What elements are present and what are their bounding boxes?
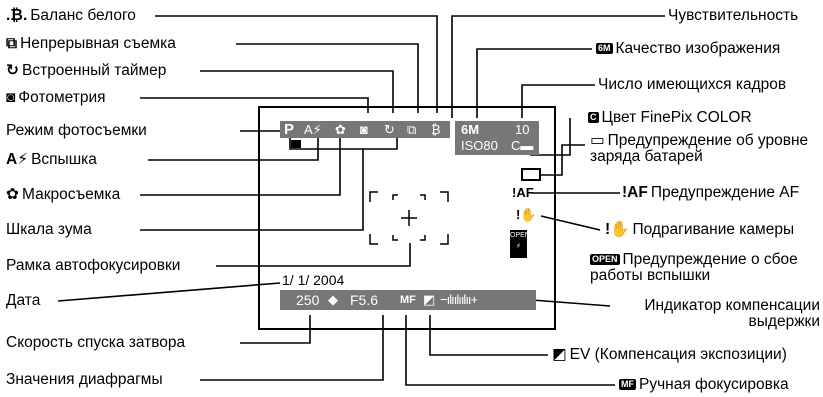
- zoom-position-marker: [291, 140, 301, 148]
- zoom-scale-label: Шкала зума: [6, 221, 92, 238]
- bottom-status-bar: 250 ◆ F5.6 MF ◩ −ılıılıılıı+: [280, 290, 536, 310]
- right-status-bar: 6M 10 ISO80 C▬: [455, 121, 539, 155]
- continuous-shooting-icon: ⧉: [6, 35, 18, 52]
- metering-icon: ◙: [6, 89, 16, 106]
- ev-screen-icon: ◩: [423, 292, 436, 307]
- continuous-screen-icon: ⧉: [407, 122, 417, 137]
- wb-screen-icon: ₿: [431, 122, 441, 137]
- frames-label: Число имеющихся кадров: [598, 76, 787, 93]
- flash-open-icon: OPEN: [590, 254, 620, 266]
- flash-warning-screen: OPEN⚡: [510, 230, 530, 258]
- mf-screen-badge: MF: [400, 294, 416, 306]
- metering-label: ◙Фотометрия: [6, 89, 106, 106]
- frames-count: 10: [515, 122, 530, 137]
- metering-screen-icon: ◙: [360, 122, 368, 137]
- shake-screen-icon: !✋: [516, 207, 537, 222]
- battery-screen-icon: [521, 168, 541, 181]
- af-frame: [369, 191, 449, 245]
- shutter-speed-label: Скорость спуска затвора: [6, 334, 186, 351]
- top-status-bar: P A⚡ ✿ ◙ ↻ ⧉ ₿: [280, 121, 450, 138]
- date-label: Дата: [6, 292, 41, 309]
- white-balance-icon: .₿.: [6, 7, 28, 24]
- af-frame-label: Рамка автофокусировки: [6, 257, 181, 274]
- mode-indicator: P: [284, 121, 295, 138]
- shutter-value: 250: [296, 292, 320, 308]
- sensitivity-label: Чувствительность: [668, 7, 799, 24]
- shake-label: !✋Подрагивание камеры: [605, 221, 795, 238]
- ev-label: ◩EV (Компенсация экспозиции): [552, 346, 787, 363]
- white-balance-label: .₿.Баланс белого: [6, 7, 136, 24]
- continuous-label: ⧉Непрерывная съемка: [6, 35, 176, 52]
- flash-icon: A⚡: [6, 151, 29, 168]
- self-timer-label: ↻Встроенный таймер: [6, 62, 167, 79]
- timer-screen-icon: ↻: [384, 122, 395, 137]
- iso-value: ISO80: [461, 138, 498, 153]
- battery-label: ▭Предупреждение об уровне заряда батарей: [590, 132, 809, 165]
- aperture-value: F5.6: [350, 292, 379, 308]
- shutter-arrows-icon: ◆: [328, 292, 338, 307]
- flash-mode-icon: A⚡: [304, 122, 322, 137]
- ev-icon: ◩: [552, 346, 567, 363]
- macro-label: ✿Макросъемка: [6, 186, 121, 203]
- ev-indicator-label: Индикатор компенсации выдержки: [644, 297, 820, 330]
- color-screen-icon: C▬: [511, 138, 534, 153]
- macro-icon: ✿: [335, 122, 346, 137]
- quality-screen-badge: 6M: [461, 122, 480, 137]
- camera-shake-icon: !✋: [605, 221, 630, 238]
- lcd-screen: [258, 106, 556, 330]
- shooting-mode-label: Режим фотосъемки: [6, 122, 147, 139]
- ev-scale: −ılıılıılıı+: [440, 292, 478, 307]
- flash-label: A⚡Вспышка: [6, 151, 97, 168]
- finepix-color-icon: C: [588, 112, 599, 124]
- af-warning-screen: !AF: [512, 185, 534, 200]
- manual-focus-icon: MF: [619, 379, 636, 391]
- macro-flower-icon: ✿: [6, 186, 19, 203]
- aperture-label: Значения диафрагмы: [6, 371, 163, 388]
- quality-icon: 6M: [596, 43, 613, 55]
- battery-icon: ▭: [590, 132, 605, 149]
- date-value: 1/ 1/ 2004: [282, 272, 345, 288]
- af-warning-icon: !AF: [622, 184, 648, 201]
- self-timer-icon: ↻: [6, 62, 19, 79]
